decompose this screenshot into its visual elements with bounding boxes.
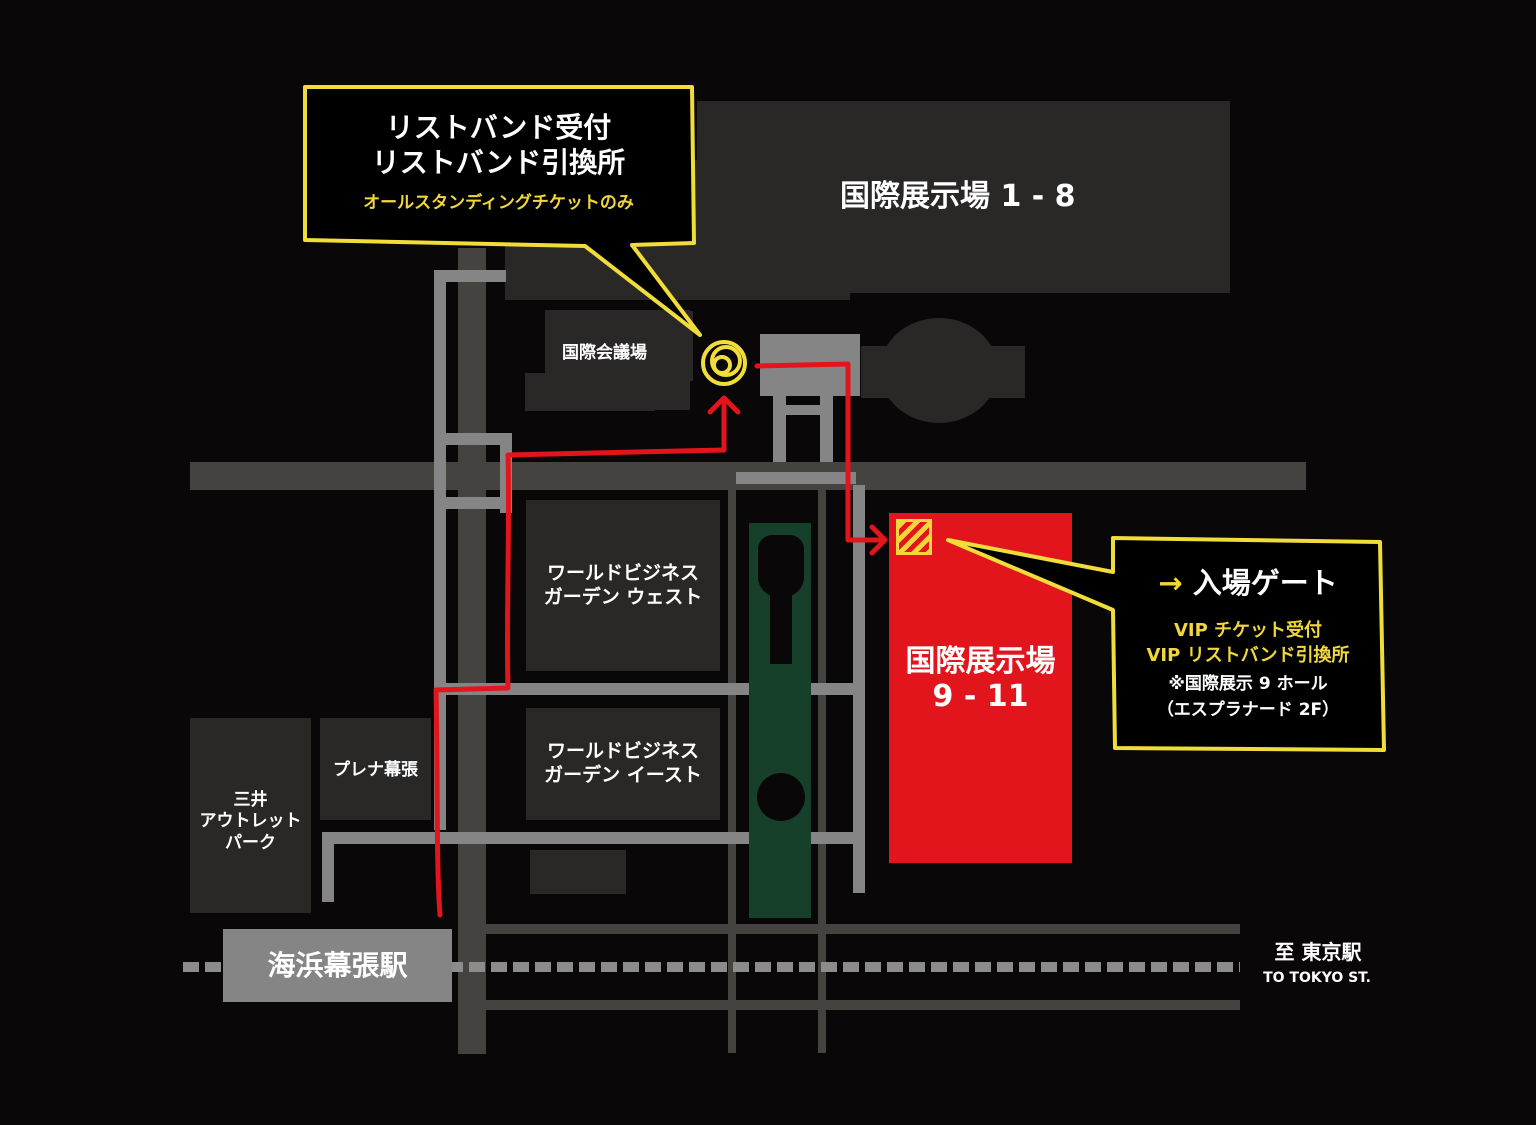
wbg-east-label-line2: ガーデン イースト [544, 763, 702, 786]
gate-callout-loc1: ※国際展示 9 ホール [1168, 674, 1328, 695]
kaihin-makuhari-station[interactable] [223, 929, 452, 1002]
wbg-east-label: ワールドビジネス ガーデン イースト [526, 740, 720, 788]
park-circle [757, 773, 805, 821]
rail-road-top [486, 924, 1240, 934]
mitsui-outlet-building[interactable] [190, 718, 311, 913]
walkway-south-stub [322, 832, 334, 902]
small-building-south [530, 850, 626, 894]
side-road-2 [818, 485, 826, 1053]
walkway-west-vertical [434, 270, 446, 830]
gate-callout-vip2: VIP リストバンド引換所 [1146, 645, 1350, 667]
wbg-west-label-line1: ワールドビジネス [546, 562, 699, 584]
gate-callout-loc2: （エスプラナード 2F） [1156, 699, 1340, 720]
mitsui-outlet-label: 三井 アウトレット パーク [190, 790, 311, 854]
convention-hall-label: 国際会議場 [562, 343, 647, 363]
to-tokyo-en-label: TO TOKYO ST. [1263, 970, 1371, 986]
connector-block [760, 334, 860, 396]
plena-makuhari-label: プレナ幕張 [333, 760, 418, 780]
hall-9-11-label-line2: 9 - 11 [932, 678, 1029, 714]
walkway-top-connector [736, 472, 856, 484]
park-keyhole-top [758, 535, 804, 597]
mitsui-outlet-label-line1: 三井 [233, 790, 268, 810]
arrow-right-icon: → [1158, 566, 1183, 600]
wbg-west-label: ワールドビジネス ガーデン ウェスト [526, 562, 720, 610]
walkway-north-branch [440, 270, 506, 282]
hall-1-8-label: 国際展示場 1 - 8 [840, 179, 1076, 214]
entrance-gate-marker[interactable] [896, 519, 932, 555]
gate-callout-title-row: → 入場ゲート [1113, 560, 1383, 602]
station-label: 海浜幕張駅 [267, 949, 408, 982]
wristband-location-marker [701, 340, 747, 386]
to-tokyo-jp-label: 至 東京駅 [1274, 940, 1362, 964]
rail-road-bottom [486, 1000, 1240, 1010]
park-keyhole-stem [770, 590, 792, 664]
wristband-callout-note: オールスタンディングチケットのみ [363, 193, 634, 213]
oval-building [880, 318, 998, 423]
wbg-east-label-line1: ワールドビジネス [546, 740, 699, 762]
connector-bar [773, 405, 833, 415]
main-road-vertical [458, 248, 486, 1054]
walkway-loop-bottom [440, 497, 510, 509]
route-arrowhead-up [707, 395, 741, 415]
gate-callout-title: 入場ゲート [1192, 566, 1338, 600]
hall-9-11-label-line1: 国際展示場 [905, 644, 1056, 679]
hall-9-11-label: 国際展示場 9 - 11 [889, 644, 1072, 714]
side-road-1 [728, 485, 736, 1053]
wristband-callout-line1: リストバンド受付 [385, 111, 612, 144]
wbg-west-label-line2: ガーデン ウェスト [543, 585, 703, 608]
gate-callout: → 入場ゲート VIP チケット受付 VIP リストバンド引換所 ※国際展示 9… [1113, 560, 1383, 723]
walkway-east-vertical [853, 485, 865, 893]
mitsui-outlet-label-line2: アウトレット [199, 811, 302, 832]
route-arrowhead-right [869, 524, 888, 556]
plena-makuhari-building[interactable] [320, 718, 431, 820]
wristband-callout-line2: リストバンド引換所 [371, 146, 626, 179]
gate-callout-vip1: VIP チケット受付 [1173, 620, 1323, 641]
mitsui-outlet-label-line3: パーク [225, 832, 276, 853]
wristband-callout: リストバンド受付 リストバンド引換所 オールスタンディングチケットのみ [305, 110, 692, 213]
railway-line [183, 962, 1240, 972]
